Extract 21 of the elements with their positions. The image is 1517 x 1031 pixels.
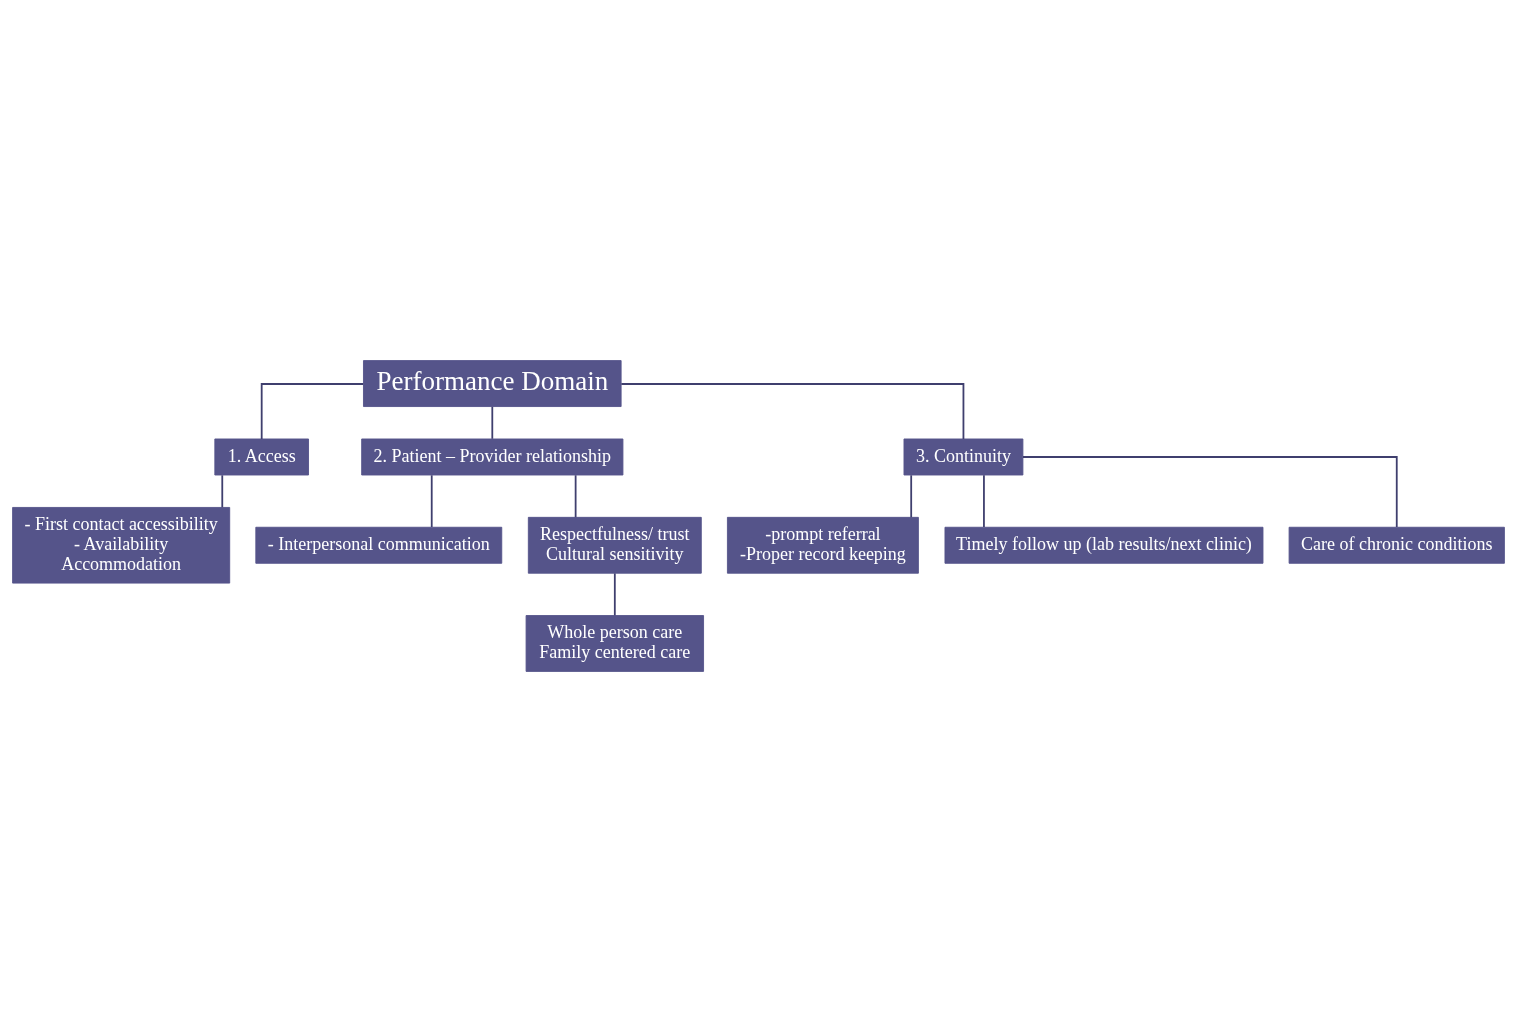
connector [491, 405, 494, 440]
node-box: Timely follow up (lab results/next clinic) [944, 526, 1264, 564]
node-box: Performance Domain [363, 359, 622, 407]
connector [620, 382, 965, 440]
connector [430, 473, 433, 528]
connector [260, 382, 365, 440]
connector [574, 473, 577, 518]
node-box: Care of chronic conditions [1288, 526, 1505, 564]
connector [983, 473, 985, 528]
node-box: 1. Access [214, 438, 309, 475]
node-box: 2. Patient – Provider relationship [361, 438, 624, 475]
node-box: - First contact accessibility - Availability Accommodation [12, 506, 231, 584]
node-box: 3. Continuity [903, 438, 1024, 475]
connector [221, 473, 224, 508]
node-box: Respectfulness/ trust Cultural sensitivity [527, 516, 702, 574]
node-box: Whole person care Family centered care [525, 614, 704, 672]
node-box: -prompt referral -Proper record keeping [726, 516, 919, 574]
connector [910, 473, 913, 518]
node-box: - Interpersonal communication [255, 526, 503, 564]
connector [1022, 455, 1398, 528]
connector [613, 572, 616, 616]
